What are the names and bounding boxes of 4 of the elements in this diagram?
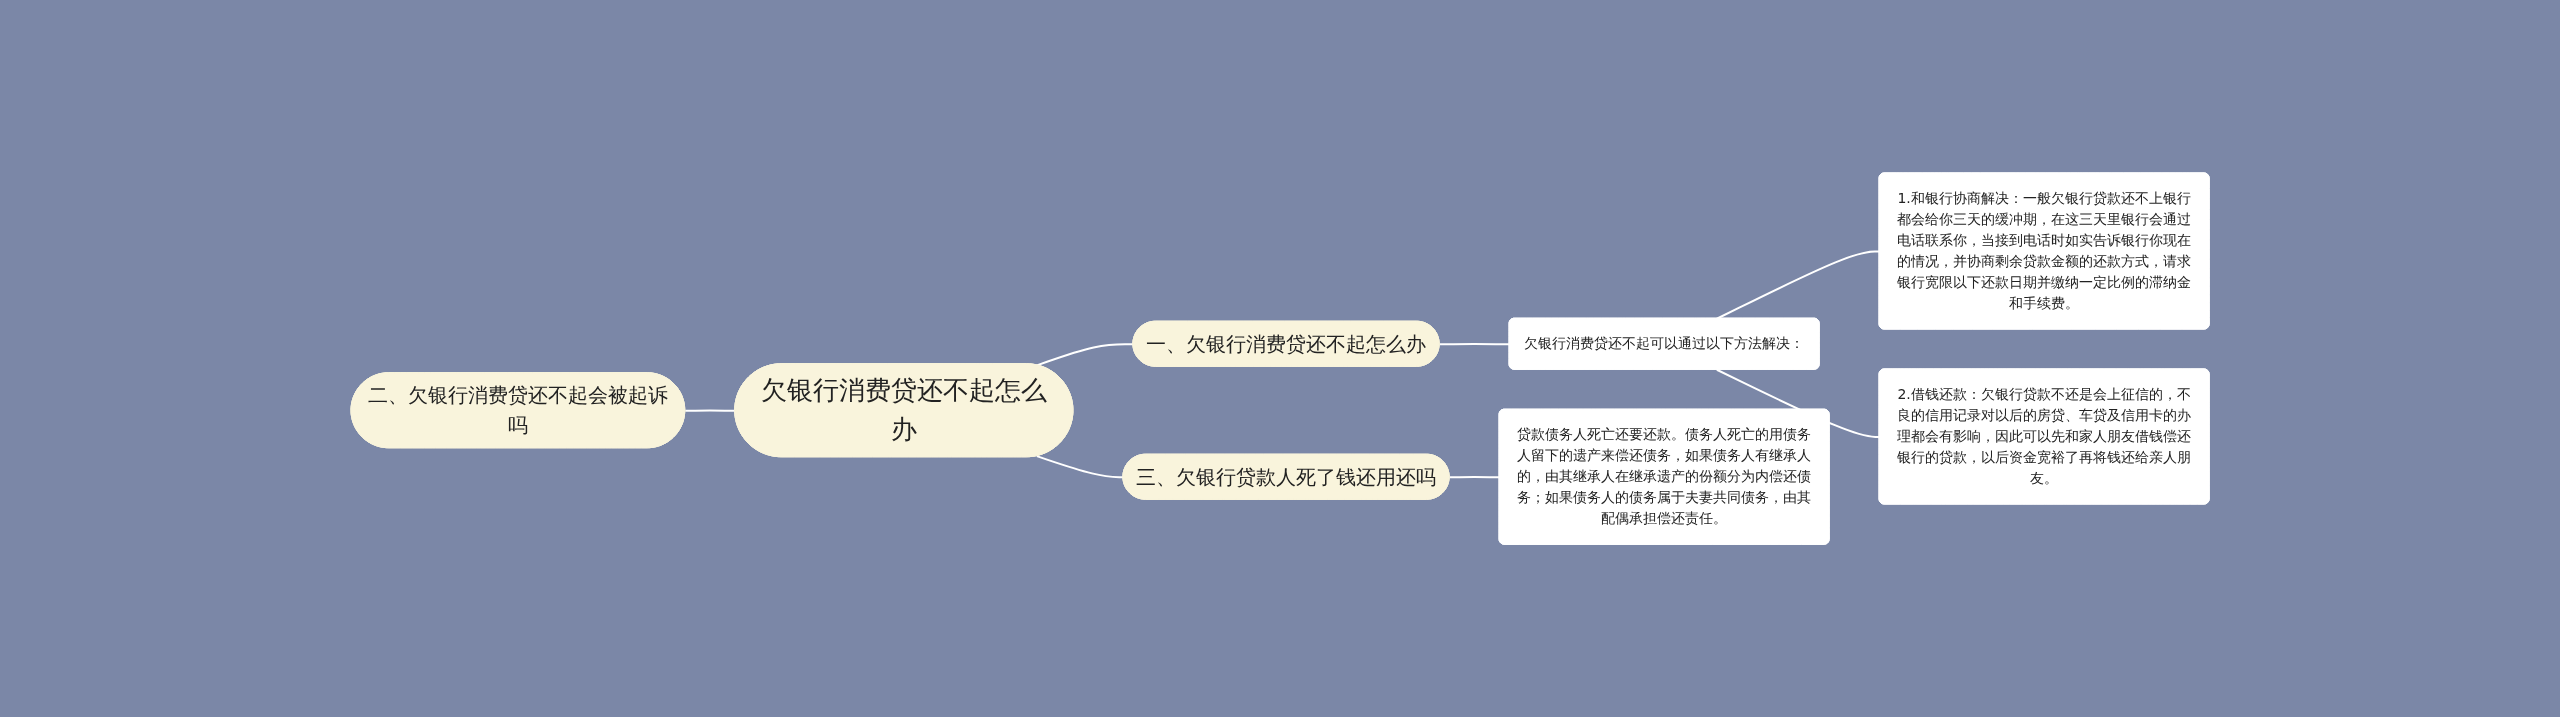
connector — [1438, 342, 1511, 346]
connector — [1448, 475, 1501, 479]
connector — [1715, 250, 1881, 320]
connector — [1715, 368, 1881, 438]
